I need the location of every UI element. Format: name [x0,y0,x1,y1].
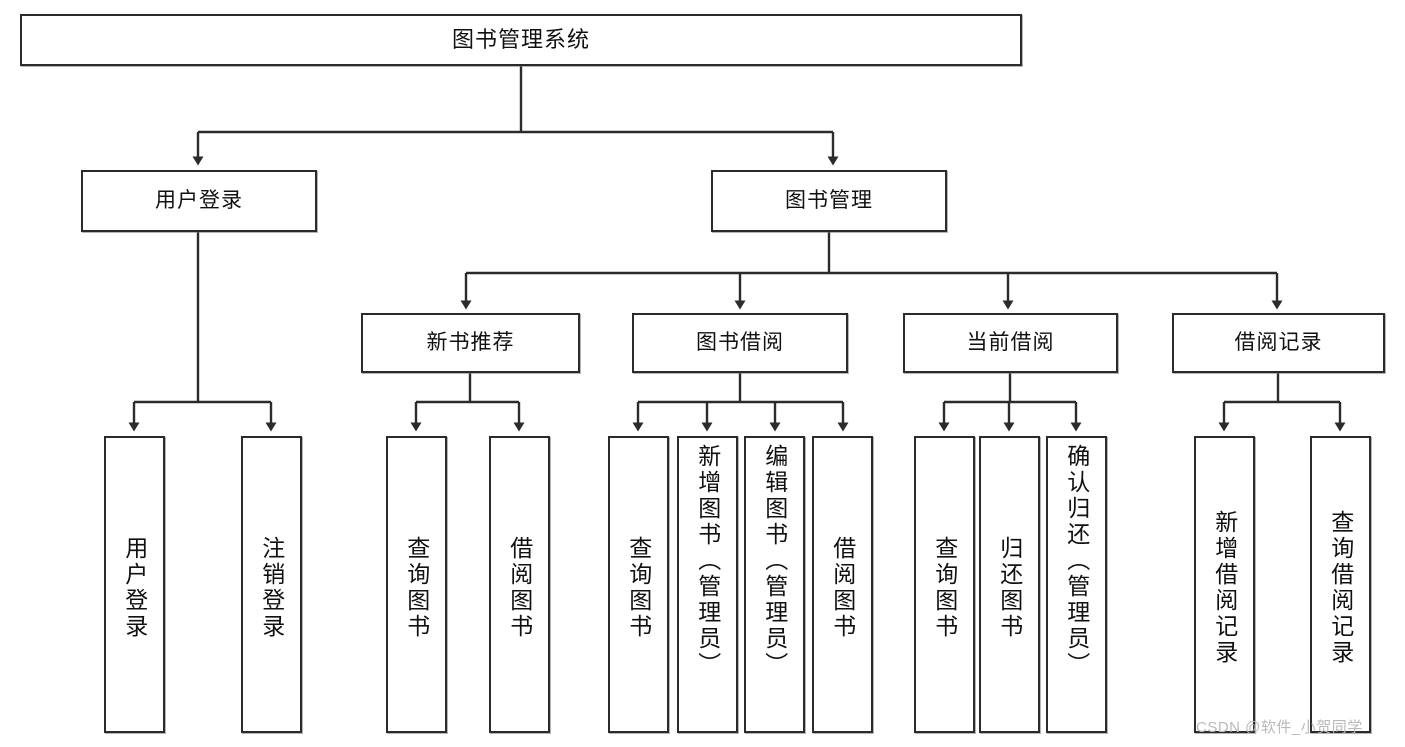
node-leaf-add-book-label: 新增图书（管理员） [694,444,721,678]
node-leaf-confirm-return-label: 确认归还（管理员） [1063,444,1090,678]
node-borrow-record-label: 借阅记录 [1234,330,1323,354]
watermark: CSDN @软件_小贺同学 [1196,719,1363,736]
node-leaf-user-logout[interactable]: 注销登录 [241,436,302,733]
node-leaf-borrow-book-2[interactable]: 借阅图书 [812,436,873,733]
node-leaf-borrow-book-2-label: 借阅图书 [829,535,856,640]
node-user-login-label: 用户登录 [155,188,243,212]
node-leaf-add-record-label: 新增借阅记录 [1211,509,1238,666]
node-leaf-query-book-1[interactable]: 查询图书 [386,436,447,733]
node-leaf-borrow-book-1[interactable]: 借阅图书 [489,436,550,733]
node-leaf-edit-book-label: 编辑图书（管理员） [761,444,788,678]
node-leaf-edit-book[interactable]: 编辑图书（管理员） [744,436,805,733]
node-leaf-user-login[interactable]: 用户登录 [104,436,165,733]
node-current-borrow[interactable]: 当前借阅 [903,313,1118,373]
node-root-label: 图书管理系统 [451,27,590,53]
node-book-manage-label: 图书管理 [785,188,873,212]
node-current-borrow-label: 当前借阅 [966,330,1055,354]
node-leaf-query-book-1-label: 查询图书 [403,535,430,640]
node-leaf-user-login-label: 用户登录 [121,535,148,640]
node-leaf-confirm-return[interactable]: 确认归还（管理员） [1046,436,1107,733]
node-leaf-query-record-label: 查询借阅记录 [1327,509,1354,666]
node-user-login[interactable]: 用户登录 [81,170,317,232]
node-leaf-query-record[interactable]: 查询借阅记录 [1310,436,1371,733]
node-leaf-query-book-3-label: 查询图书 [931,535,958,640]
node-leaf-borrow-book-1-label: 借阅图书 [506,535,533,640]
node-leaf-return-book-label: 归还图书 [996,535,1023,640]
node-book-manage[interactable]: 图书管理 [711,170,947,232]
node-leaf-add-book[interactable]: 新增图书（管理员） [677,436,738,733]
node-leaf-query-book-2-label: 查询图书 [625,535,652,640]
node-book-borrow[interactable]: 图书借阅 [632,313,848,373]
node-book-borrow-label: 图书借阅 [696,330,784,354]
node-leaf-user-logout-label: 注销登录 [258,535,285,640]
node-leaf-add-record[interactable]: 新增借阅记录 [1194,436,1255,733]
node-new-book-recommend[interactable]: 新书推荐 [361,313,580,373]
node-leaf-return-book[interactable]: 归还图书 [979,436,1040,733]
node-borrow-record[interactable]: 借阅记录 [1172,313,1385,373]
node-leaf-query-book-2[interactable]: 查询图书 [608,436,669,733]
node-leaf-query-book-3[interactable]: 查询图书 [914,436,975,733]
node-root[interactable]: 图书管理系统 [20,14,1022,66]
node-new-book-recommend-label: 新书推荐 [426,330,515,354]
